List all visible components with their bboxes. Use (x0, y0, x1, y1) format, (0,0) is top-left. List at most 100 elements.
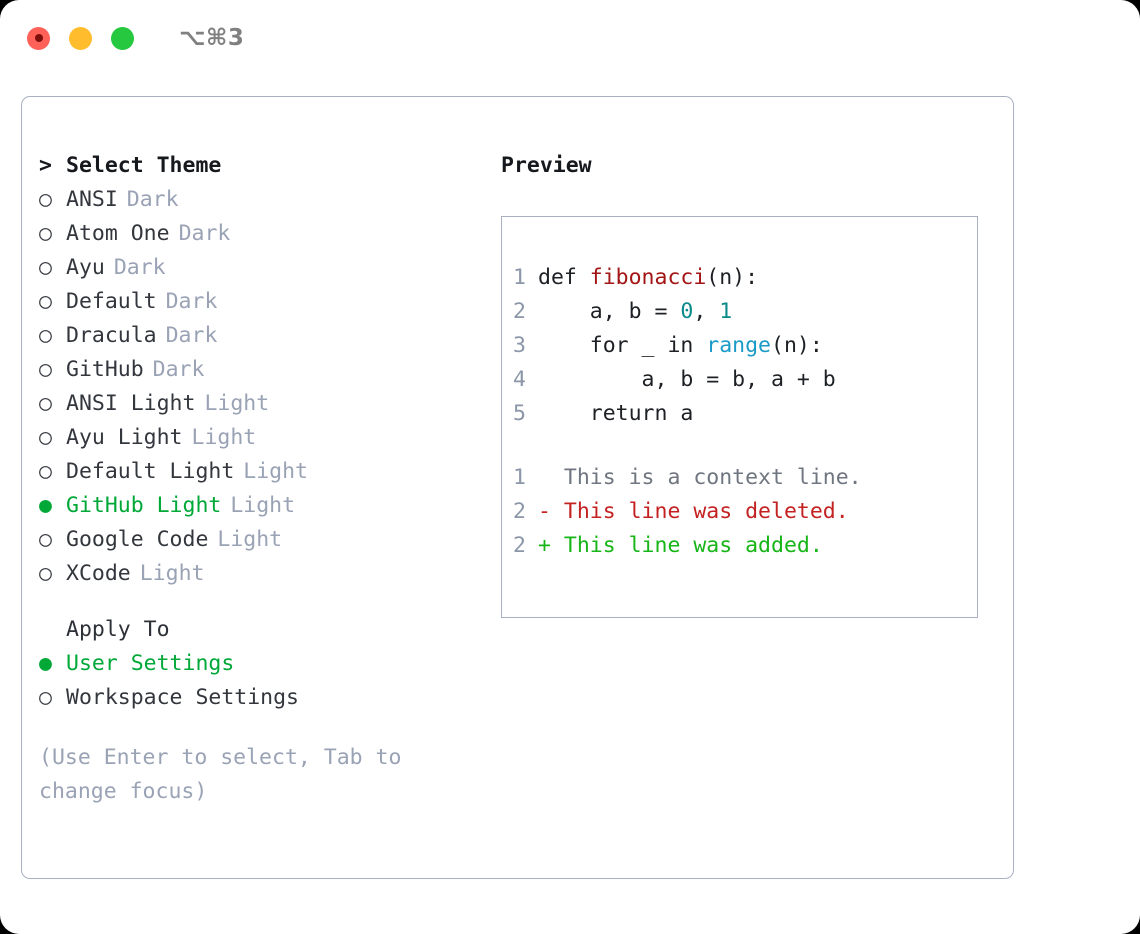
radio-unselected-icon: ○ (39, 391, 52, 416)
theme-variant-label: Light (139, 561, 205, 586)
apply-to-header: ○ Apply To (39, 613, 479, 647)
theme-variant-label: Dark (113, 255, 166, 280)
code-text: return a (538, 397, 694, 431)
radio-unselected-icon: ○ (39, 425, 52, 450)
page-title: Select Theme (66, 153, 222, 178)
marker-placeholder-icon: ○ (39, 613, 66, 647)
code-line: 2 a, b = 0, 1 (502, 295, 977, 329)
code-token: a, b = (538, 299, 681, 324)
code-token: for _ in (538, 333, 707, 358)
code-token: return a (538, 401, 694, 426)
radio-unselected-icon: ○ (39, 255, 52, 280)
code-token: fibonacci (589, 265, 707, 290)
theme-name: ANSI (66, 187, 118, 212)
apply-to-option[interactable]: ● User Settings (39, 647, 479, 681)
theme-variant-label: Light (204, 391, 270, 416)
theme-name: Ayu (66, 255, 105, 280)
theme-variant-label: Dark (178, 221, 231, 246)
spacer (502, 431, 977, 461)
radio-unselected-icon: ○ (39, 289, 52, 314)
theme-list-item[interactable]: ○ ANSI Light Light (39, 387, 479, 421)
theme-variant-label: Light (191, 425, 257, 450)
diff-line: 1 This is a context line. (502, 461, 977, 495)
line-number: 2 (513, 499, 526, 524)
theme-list-item[interactable]: ○ ANSI Dark (39, 183, 479, 217)
code-token: a, b = b, a + b (538, 367, 836, 392)
line-number: 1 (513, 465, 526, 490)
code-text: def fibonacci(n): (538, 261, 758, 295)
window-controls (27, 26, 134, 50)
radio-unselected-icon: ○ (39, 527, 52, 552)
radio-unselected-icon: ○ (39, 323, 52, 348)
code-text: a, b = b, a + b (538, 363, 836, 397)
diff-marker: + (538, 533, 564, 558)
prompt-caret-icon: > (39, 153, 52, 178)
line-number: 2 (513, 533, 526, 558)
radio-unselected-icon: ○ (39, 685, 52, 710)
diff-text: This is a context line. (563, 465, 862, 490)
select-theme-header: > Select Theme (39, 149, 479, 183)
apply-to-option-label: User Settings (66, 651, 235, 676)
radio-unselected-icon: ○ (39, 357, 52, 382)
code-line: 1 def fibonacci(n): (502, 261, 977, 295)
code-token: def (538, 265, 590, 290)
theme-list-item[interactable]: ○ Ayu Light Light (39, 421, 479, 455)
spacer (39, 715, 479, 741)
line-number: 3 (513, 333, 526, 358)
theme-variant-label: Light (230, 493, 296, 518)
zoom-button[interactable] (111, 26, 134, 50)
theme-list-item[interactable]: ○ Dracula Dark (39, 319, 479, 353)
code-token: 0 (680, 299, 694, 324)
theme-name: Default Light (66, 459, 235, 484)
radio-unselected-icon: ○ (39, 561, 52, 586)
theme-variant-label: Dark (165, 323, 218, 348)
radio-selected-icon: ● (39, 651, 52, 676)
theme-name: Ayu Light (66, 425, 183, 450)
theme-name: ANSI Light (66, 391, 196, 416)
code-text: for _ in range(n): (538, 329, 823, 363)
title-bar: ⌥⌘3 (0, 0, 1140, 76)
theme-name: Default (66, 289, 157, 314)
theme-name: GitHub (66, 357, 144, 382)
preview-title: Preview (501, 153, 592, 178)
theme-name: XCode (66, 561, 131, 586)
code-line: 3 for _ in range(n): (502, 329, 977, 363)
close-button[interactable] (27, 26, 50, 50)
code-line: 5 return a (502, 397, 977, 431)
theme-name: Dracula (66, 323, 157, 348)
apply-to-title: Apply To (66, 617, 170, 642)
theme-variant-label: Dark (165, 289, 218, 314)
theme-list-item[interactable]: ○ Default Dark (39, 285, 479, 319)
theme-name: Atom One (66, 221, 170, 246)
diff-marker (538, 461, 564, 495)
code-token: range (706, 333, 772, 358)
code-token: 1 (719, 299, 733, 324)
radio-unselected-icon: ○ (39, 187, 52, 212)
apply-to-option[interactable]: ○Workspace Settings (39, 681, 479, 715)
theme-variant-label: Dark (152, 357, 205, 382)
theme-variant-label: Dark (126, 187, 179, 212)
line-number: 1 (513, 265, 526, 290)
diff-line: 2- This line was deleted. (502, 495, 977, 529)
minimize-button[interactable] (69, 26, 92, 50)
diff-marker: - (538, 499, 564, 524)
diff-sample: 1 This is a context line.2- This line wa… (502, 461, 977, 563)
diff-line: 2+ This line was added. (502, 529, 977, 563)
keyboard-hint: (Use Enter to select, Tab to change focu… (39, 745, 402, 804)
theme-list-item[interactable]: ○ XCode Light (39, 557, 479, 591)
code-token: (n): (706, 265, 759, 290)
line-number: 4 (513, 367, 526, 392)
spacer (39, 591, 479, 613)
theme-list-item[interactable]: ○ GitHub Dark (39, 353, 479, 387)
apply-to-options: ● User Settings ○Workspace Settings (39, 647, 479, 715)
theme-list-item[interactable]: ○ Ayu Dark (39, 251, 479, 285)
theme-variant-label: Light (243, 459, 309, 484)
